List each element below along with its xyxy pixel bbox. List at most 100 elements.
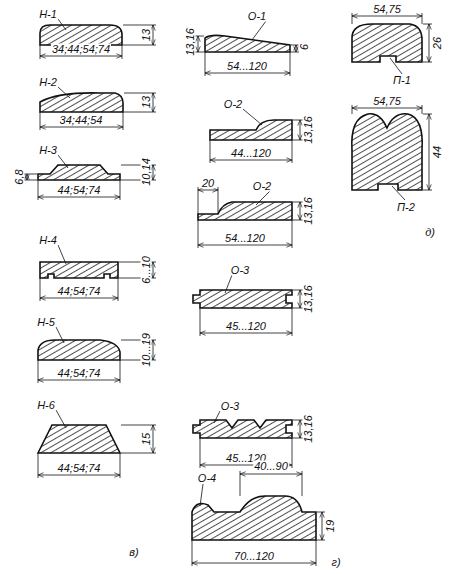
molding-profile (352, 114, 422, 190)
molding-profile (205, 35, 290, 52)
dimension-value: 44;54;74 (57, 185, 102, 196)
dimension-value: 70...120 (233, 551, 275, 562)
dimension-line (200, 333, 292, 334)
molding-profile (40, 25, 122, 45)
extension-line (292, 438, 293, 468)
dimension-line (153, 93, 154, 112)
dimension-line (240, 474, 302, 475)
leader-line (243, 109, 262, 125)
profile-name: Н-4 (38, 235, 58, 246)
dimension-value: 15 (141, 432, 152, 446)
extension-line (120, 453, 121, 478)
dimension-line (352, 16, 422, 17)
figure-letter: г) (330, 557, 341, 568)
extension-line (121, 425, 156, 426)
extension-line (423, 190, 432, 191)
molding-profile (40, 262, 118, 278)
dimension-line (38, 475, 120, 476)
extension-line (423, 62, 432, 63)
leader-line (214, 411, 220, 423)
dimension-value: 13,16 (303, 196, 314, 226)
dimension-line (300, 290, 301, 308)
dimension-line (40, 56, 122, 57)
extension-line (293, 120, 303, 121)
dimension-value: 13,16 (303, 414, 314, 444)
dimension-value: 13 (141, 28, 152, 42)
extension-line (293, 420, 303, 421)
dimension-line (198, 36, 199, 52)
molding-profile (193, 290, 292, 308)
extension-line (292, 140, 293, 163)
dimension-value: 44...120 (230, 148, 272, 159)
extension-line (38, 453, 39, 478)
dimension-line (153, 262, 154, 278)
dimensions (24, 13, 432, 566)
molding-profile (210, 120, 292, 140)
extension-line (352, 13, 353, 24)
dimension-value: 40...90 (253, 461, 289, 472)
leader-line (56, 327, 64, 343)
extension-line (38, 360, 39, 383)
dimension-line (300, 120, 301, 140)
extension-line (422, 105, 423, 114)
extension-line (24, 174, 37, 175)
molding-profile (193, 420, 292, 438)
extension-line (293, 140, 303, 141)
extension-line (302, 471, 303, 496)
dimension-value: 54,75 (372, 4, 402, 15)
dimension-value: 13,16 (303, 115, 314, 145)
profile-name: Н-5 (36, 317, 56, 328)
dimension-line (40, 298, 118, 299)
extension-line (122, 45, 123, 59)
extension-line (123, 45, 156, 46)
dimension-line (429, 24, 430, 62)
extension-line (240, 471, 241, 496)
extension-line (200, 308, 201, 336)
dimension-line (27, 174, 28, 180)
extension-line (423, 114, 432, 115)
dimension-line (153, 165, 154, 180)
leader-line (56, 410, 66, 428)
molding-profile (38, 340, 120, 360)
dimension-value: 44 (432, 145, 443, 159)
dimension-value: 44;54;74 (57, 286, 102, 297)
molding-profile (352, 24, 422, 62)
leader-line (58, 155, 68, 168)
extension-line (40, 45, 41, 59)
leader-line (256, 191, 270, 205)
dimension-value: 26 (432, 36, 443, 50)
dimension-line (38, 380, 120, 381)
extension-line (121, 453, 156, 454)
dimension-line (300, 420, 301, 438)
dimension-line (153, 25, 154, 45)
profiles (38, 24, 422, 540)
dimension-line (300, 202, 301, 220)
dimension-line (38, 197, 120, 198)
dimension-value: 6 (299, 43, 310, 51)
dimension-line (352, 108, 422, 109)
extension-line (317, 512, 325, 513)
dimension-value: 44;54;74 (57, 368, 102, 379)
dimension-value: 10,14 (141, 157, 152, 187)
profile-name: О-1 (247, 11, 267, 22)
dimension-line (198, 190, 218, 191)
extension-line (192, 540, 193, 566)
profile-name: О-2 (223, 99, 243, 110)
extension-line (292, 308, 293, 336)
dimension-line (153, 425, 154, 453)
profile-name: Н-3 (38, 145, 58, 156)
leader-line (200, 484, 203, 506)
dimension-line (198, 245, 292, 246)
profile-name: Н-1 (38, 9, 58, 20)
extension-line (293, 220, 303, 221)
extension-line (422, 13, 423, 24)
dimension-line (322, 512, 323, 540)
extension-line (352, 105, 353, 114)
profile-name: О-3 (230, 265, 250, 276)
extension-line (293, 290, 303, 291)
profile-name: О-4 (197, 473, 217, 484)
extension-line (198, 187, 199, 214)
molding-profile (198, 202, 292, 220)
extension-line (124, 93, 156, 94)
extension-line (205, 52, 206, 76)
